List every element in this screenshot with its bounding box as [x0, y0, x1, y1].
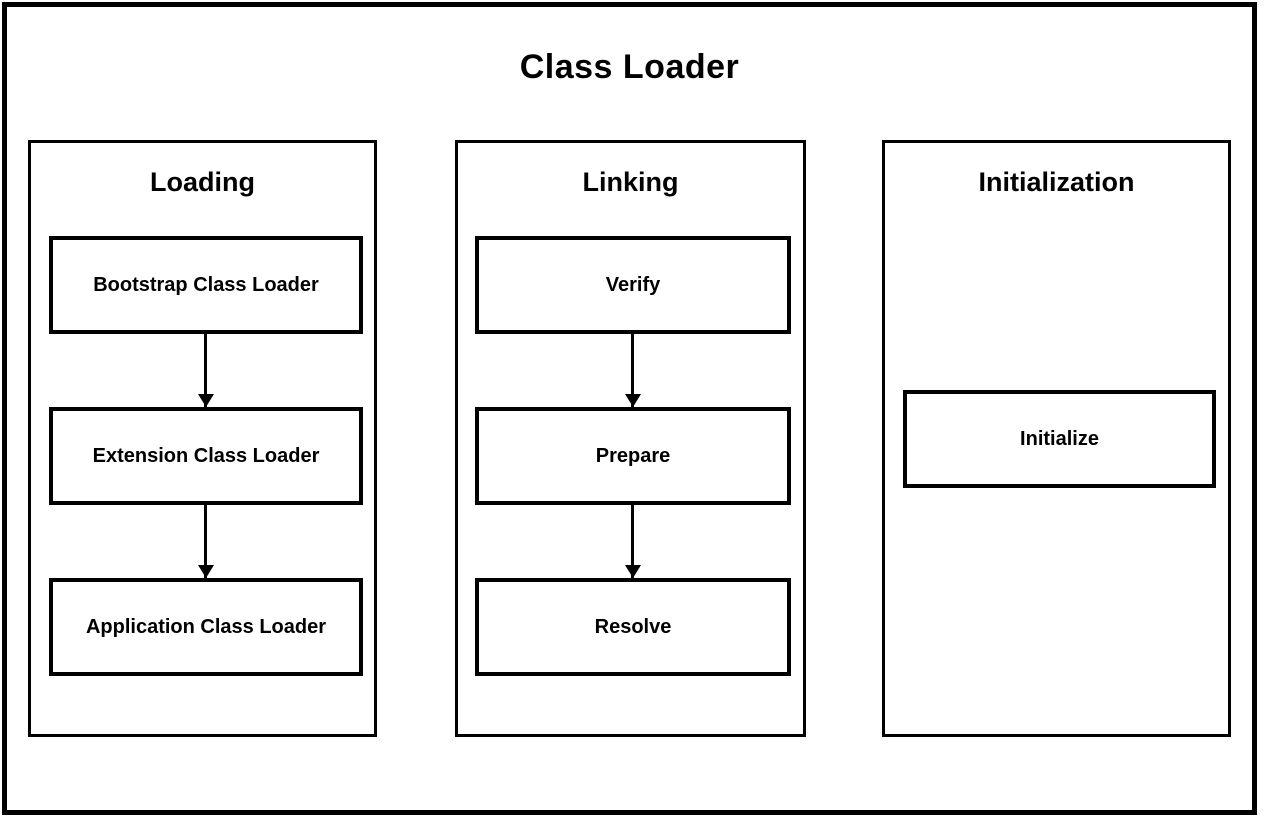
down-arrow-icon — [631, 505, 634, 578]
panel-initialization-title: Initialization — [978, 167, 1135, 197]
box-bootstrap-class-loader: Bootstrap Class Loader — [49, 236, 363, 334]
box-resolve: Resolve — [475, 578, 791, 676]
panel-linking: Linking Verify Prepare Resolve — [455, 140, 806, 737]
box-extension-class-loader: Extension Class Loader — [49, 407, 363, 505]
panel-loading: Loading Bootstrap Class Loader Extension… — [28, 140, 377, 737]
panel-loading-title: Loading — [150, 167, 255, 197]
panel-initialization: Initialization Initialize — [882, 140, 1231, 737]
down-arrow-icon — [204, 334, 207, 407]
box-verify: Verify — [475, 236, 791, 334]
diagram-title: Class Loader — [519, 48, 740, 86]
box-prepare: Prepare — [475, 407, 791, 505]
box-initialize: Initialize — [903, 390, 1216, 488]
down-arrow-icon — [631, 334, 634, 407]
down-arrow-icon — [204, 505, 207, 578]
box-application-class-loader: Application Class Loader — [49, 578, 363, 676]
panel-linking-title: Linking — [582, 167, 679, 197]
